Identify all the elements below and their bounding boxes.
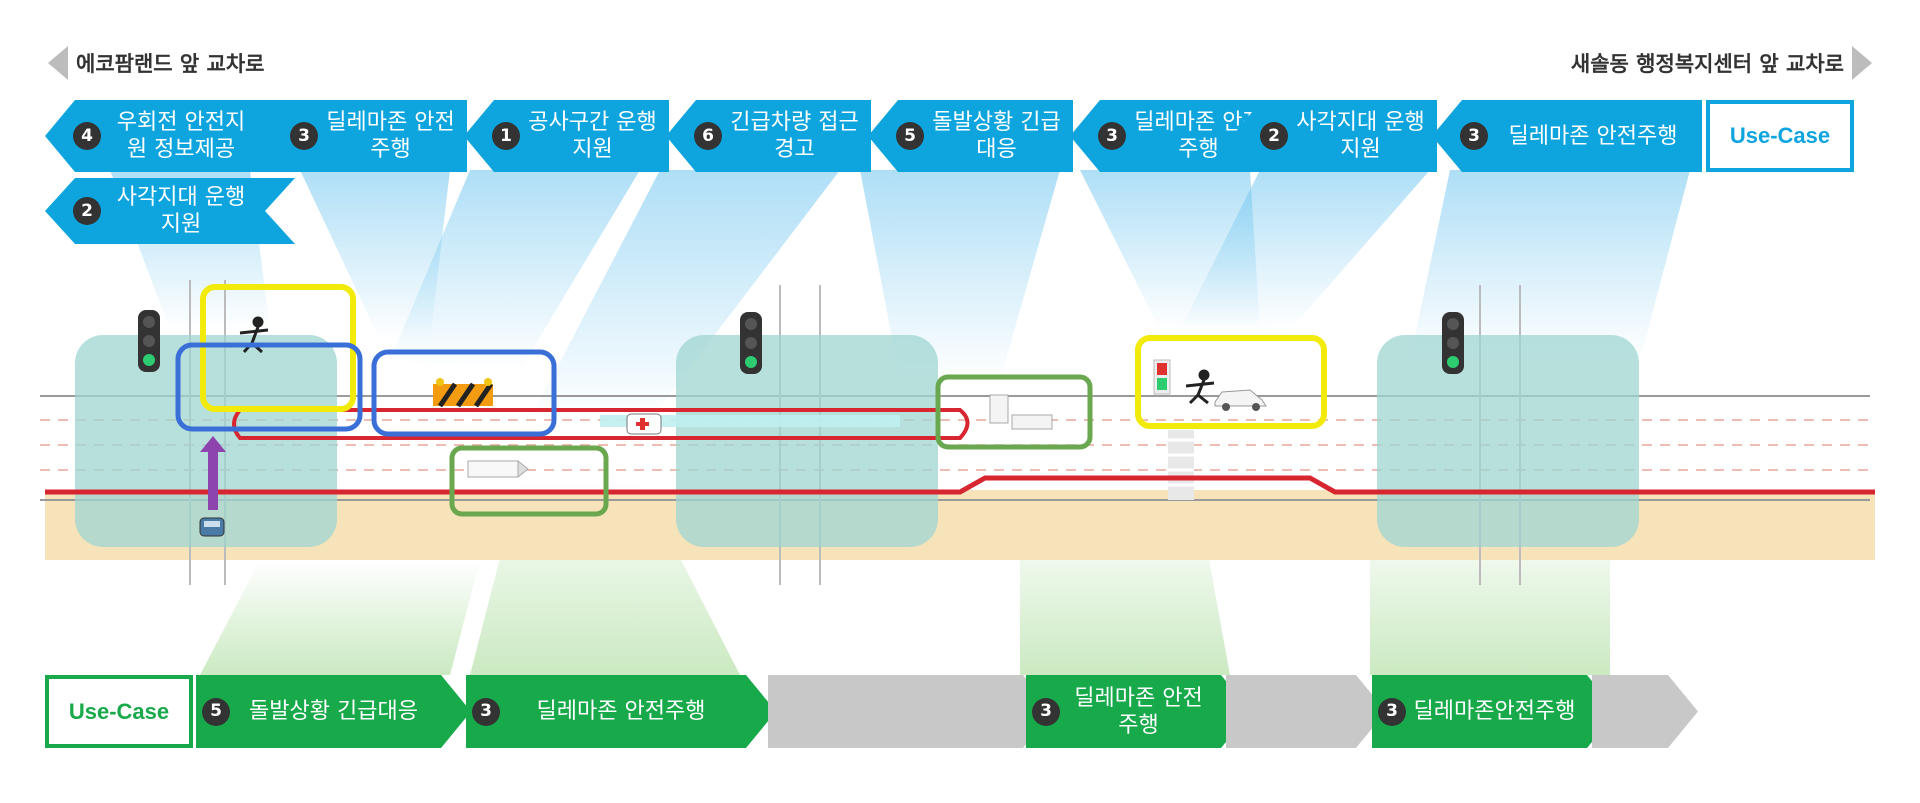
badge-number: 1 bbox=[492, 122, 520, 150]
top-item-4: 6 긴급차량 접근경고 bbox=[666, 100, 871, 172]
beam-bottom-1 bbox=[200, 560, 480, 675]
right-endpoint: 새솔동 행정복지센터 앞 교차로 bbox=[1571, 46, 1872, 80]
traffic-light-2 bbox=[740, 312, 762, 374]
highlight-blue-2 bbox=[371, 349, 557, 437]
right-turn-arrow-icon bbox=[200, 436, 226, 510]
beam-top-7 bbox=[1180, 170, 1430, 330]
top-item-1: 4 우회전 안전지원 정보제공 bbox=[45, 100, 295, 172]
bottom-item-4: 3 딜레마존안전주행 bbox=[1372, 675, 1617, 748]
intersection-zone-2 bbox=[676, 335, 938, 547]
badge-number: 3 bbox=[290, 122, 318, 150]
badge-number: 5 bbox=[202, 698, 230, 726]
badge-number: 3 bbox=[1460, 122, 1488, 150]
left-endpoint: 에코팜랜드 앞 교차로 bbox=[48, 46, 265, 80]
bottom-item-1-text: 돌발상황 긴급대응 bbox=[249, 699, 418, 724]
badge-number: 4 bbox=[73, 122, 101, 150]
construction-barrier bbox=[433, 378, 494, 408]
badge-number: 2 bbox=[1260, 122, 1288, 150]
roadside-unit-icon bbox=[989, 394, 1053, 430]
top-item-6-text: 딜레마존 안전주행 bbox=[1134, 110, 1263, 162]
pedestrian-signal bbox=[1153, 359, 1171, 395]
bottom-empty-2 bbox=[1226, 675, 1386, 748]
top-item-7: 2 사각지대 운행지원 bbox=[1232, 100, 1437, 172]
top-item-3: 1 공사구간 운행지원 bbox=[464, 100, 669, 172]
route-line-loop bbox=[232, 408, 970, 440]
bottom-empty-1 bbox=[768, 675, 1053, 748]
vehicle-icon-bottom bbox=[199, 517, 225, 537]
bottom-item-4-text: 딜레마존안전주행 bbox=[1413, 699, 1576, 724]
crosswalk bbox=[1168, 430, 1194, 500]
badge-number: 2 bbox=[73, 197, 101, 225]
traffic-light-3 bbox=[1442, 312, 1464, 374]
traffic-light-1 bbox=[138, 310, 160, 372]
top-item-5-text: 돌발상황 긴급대응 bbox=[932, 110, 1061, 162]
intersection-zone-3 bbox=[1377, 335, 1639, 547]
route-line-main bbox=[45, 475, 1875, 495]
top-item-2-text: 딜레마존 안전주행 bbox=[326, 110, 455, 162]
top-item-second-row-text: 사각지대 운행지원 bbox=[116, 185, 246, 237]
highlight-green-1 bbox=[449, 445, 609, 517]
badge-number: 3 bbox=[472, 698, 500, 726]
right-endpoint-label: 새솔동 행정복지센터 앞 교차로 bbox=[1570, 52, 1844, 76]
bottom-item-2: 3 딜레마존 안전주행 bbox=[466, 675, 776, 748]
badge-number: 6 bbox=[694, 122, 722, 150]
badge-number: 5 bbox=[896, 122, 924, 150]
highlight-blue-1 bbox=[175, 342, 363, 432]
top-item-8: 3 딜레마존 안전주행 bbox=[1432, 100, 1702, 172]
highlight-yellow-2 bbox=[1135, 335, 1327, 429]
right-arrow-icon bbox=[1852, 46, 1872, 80]
top-item-1-text: 우회전 안전지원 정보제공 bbox=[116, 110, 246, 162]
top-item-2: 3 딜레마존 안전주행 bbox=[262, 100, 467, 172]
bottom-item-2-text: 딜레마존 안전주행 bbox=[536, 699, 706, 724]
use-case-label-top: Use-Case bbox=[1706, 100, 1854, 172]
left-arrow-icon bbox=[48, 46, 68, 80]
ambulance-icon bbox=[626, 413, 662, 435]
top-item-8-text: 딜레마존 안전주행 bbox=[1508, 123, 1678, 149]
top-item-3-text: 공사구간 운행지원 bbox=[528, 110, 657, 162]
truck-icon bbox=[467, 459, 529, 479]
highlight-green-2 bbox=[935, 374, 1093, 450]
beam-top-4 bbox=[530, 170, 840, 420]
beam-top-2 bbox=[300, 170, 450, 340]
badge-number: 3 bbox=[1378, 698, 1406, 726]
bottom-item-3: 3 딜레마존 안전주행 bbox=[1026, 675, 1251, 748]
badge-number: 3 bbox=[1098, 122, 1126, 150]
car-icon bbox=[1214, 389, 1267, 411]
bottom-item-3-text: 딜레마존 안전주행 bbox=[1074, 685, 1203, 738]
top-item-4-text: 긴급차량 접근경고 bbox=[730, 110, 859, 162]
use-case-label-bottom: Use-Case bbox=[45, 675, 193, 748]
beam-top-3 bbox=[390, 170, 640, 370]
beam-top-5 bbox=[860, 170, 1060, 380]
left-endpoint-label: 에코팜랜드 앞 교차로 bbox=[76, 52, 265, 76]
top-item-6: 3 딜레마존 안전주행 bbox=[1070, 100, 1275, 172]
top-item-second-row: 2 사각지대 운행지원 bbox=[45, 178, 295, 244]
emergency-lane bbox=[600, 415, 900, 427]
pedestrian-icon-2 bbox=[1185, 369, 1215, 405]
top-item-7-text: 사각지대 운행지원 bbox=[1296, 110, 1425, 162]
top-item-5: 5 돌발상황 긴급대응 bbox=[868, 100, 1073, 172]
bottom-item-1: 5 돌발상황 긴급대응 bbox=[196, 675, 471, 748]
badge-number: 3 bbox=[1032, 698, 1060, 726]
